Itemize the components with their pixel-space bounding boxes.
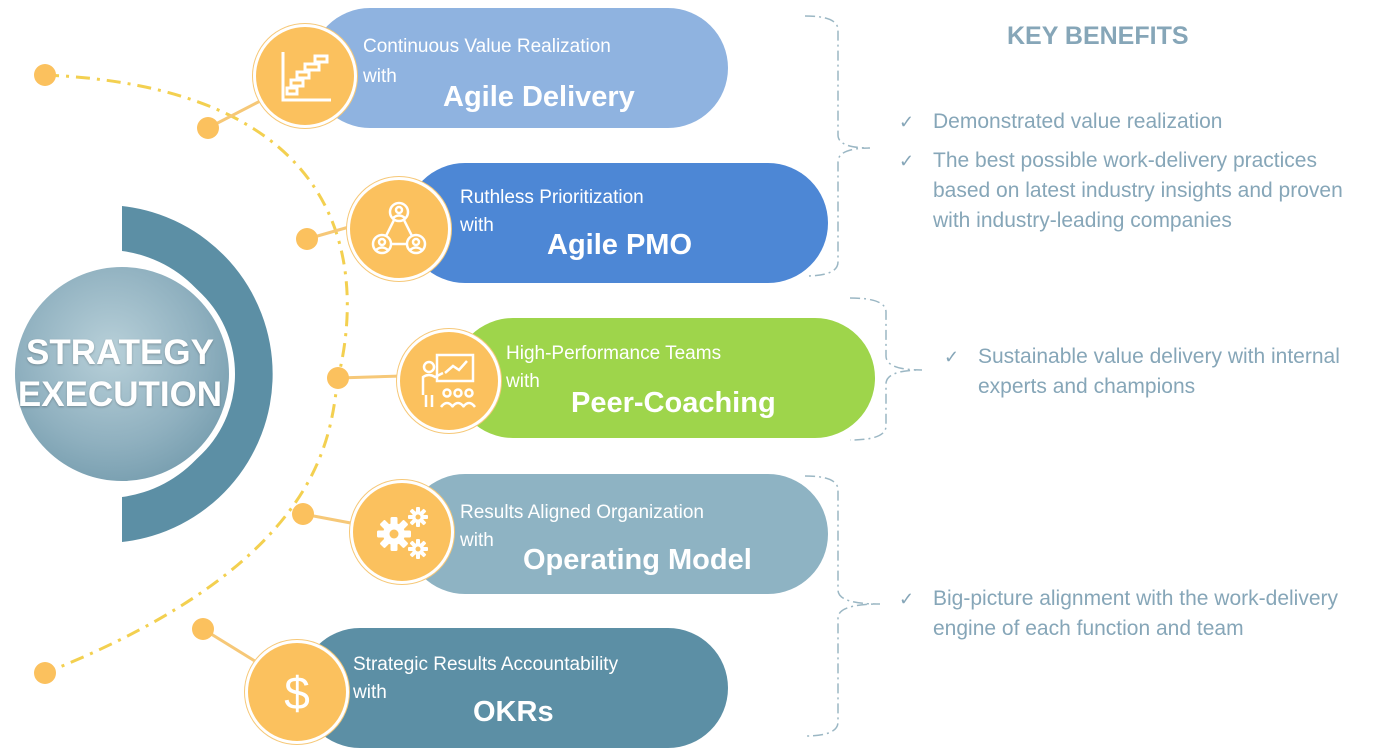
arc-end-dot-top (34, 64, 56, 86)
pillar-5-line1: Strategic Results Accountability (353, 654, 619, 675)
bracket-3 (804, 475, 881, 737)
bracket-2 (849, 297, 923, 441)
benefit-item: ✓ Sustainable value delivery with intern… (944, 342, 1358, 402)
key-benefits-title: KEY BENEFITS (1007, 22, 1189, 50)
center-title: STRATEGY EXECUTION (10, 332, 230, 416)
pillar-agile-pmo: Ruthless Prioritization with Agile PMO (405, 163, 828, 283)
bracket-1 (804, 15, 871, 277)
benefit-text: Big-picture alignment with the work-deli… (933, 587, 1338, 640)
pillar-1-line3: Agile Delivery (443, 81, 635, 113)
center-title-line1: STRATEGY (26, 333, 214, 372)
benefit-text: Demonstrated value realization (933, 110, 1223, 133)
svg-text:$: $ (284, 667, 310, 719)
arc-dot-1 (197, 117, 219, 139)
center-ball (9, 261, 235, 487)
check-icon: ✓ (899, 151, 915, 171)
arc-end-dot-bottom (34, 662, 56, 684)
pillar-operating-model: Results Aligned Organization with Operat… (405, 474, 828, 594)
benefit-text: Sustainable value delivery with internal… (978, 345, 1340, 398)
benefit-item: ✓ Demonstrated value realization (899, 107, 1373, 137)
benefit-text: The best possible work-delivery practice… (933, 149, 1343, 232)
benefit-item: ✓ The best possible work-delivery practi… (899, 146, 1373, 236)
pillar-1-line1: Continuous Value Realization (363, 36, 611, 57)
dollar-icon: $ (245, 640, 349, 744)
pillar-peer-coaching: High-Performance Teams with Peer-Coachin… (453, 318, 875, 438)
network-people-icon (347, 177, 451, 281)
pillar-1-line2: with (363, 66, 397, 87)
arc-dot-5 (192, 618, 214, 640)
center-title-line2: EXECUTION (17, 375, 223, 414)
half-ring (122, 206, 273, 542)
pillar-2-line3: Agile PMO (547, 229, 693, 261)
check-icon: ✓ (899, 589, 915, 609)
pillar-okrs: Strategic Results Accountability with OK… (300, 628, 728, 748)
pillar-agile-delivery: Continuous Value Realization with Agile … (310, 8, 728, 128)
pillar-3-line1: High-Performance Teams (506, 343, 722, 364)
arc-dot-2 (296, 228, 318, 250)
pillar-2-line2: with (460, 215, 494, 236)
connector-1 (207, 95, 269, 130)
pillar-4-line2: with (460, 530, 494, 551)
presentation-teacher-icon (397, 329, 501, 433)
pillar-5-line3: OKRs (473, 696, 554, 728)
check-icon: ✓ (944, 347, 960, 367)
arc-dot-3 (327, 367, 349, 389)
arc-dot-4 (292, 503, 314, 525)
pillar-5-line2: with (353, 682, 387, 703)
gears-icon (350, 480, 454, 584)
check-icon: ✓ (899, 112, 915, 132)
pillar-4-line1: Results Aligned Organization (460, 502, 704, 523)
benefit-item: ✓ Big-picture alignment with the work-de… (899, 584, 1373, 644)
pillar-3-line3: Peer-Coaching (571, 387, 776, 419)
pillar-4-line3: Operating Model (523, 544, 752, 576)
pillar-3-line2: with (506, 371, 540, 392)
pillar-2-line1: Ruthless Prioritization (460, 187, 644, 208)
gantt-chart-icon (253, 24, 357, 128)
